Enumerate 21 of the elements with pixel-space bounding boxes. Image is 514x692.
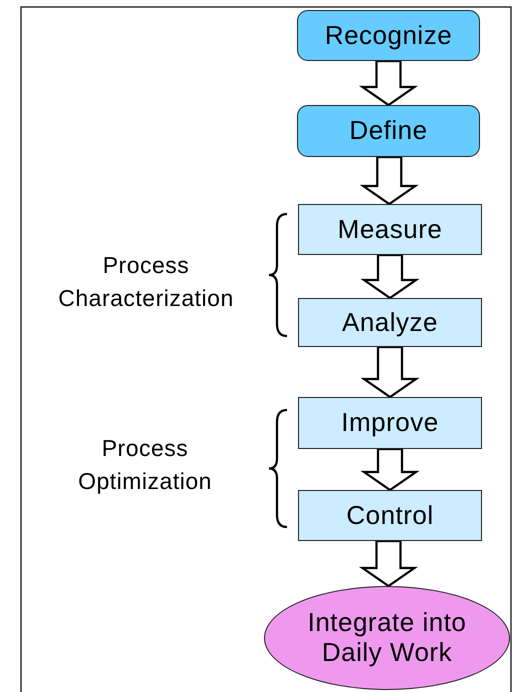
process-box: [298, 490, 482, 541]
process-box: [298, 397, 482, 449]
node-label: Measure: [338, 214, 442, 244]
process-box: [297, 10, 480, 61]
group-label: Process Optimization: [77, 434, 213, 496]
block-arrow: [360, 254, 420, 300]
group-label: Process Characterization: [57, 251, 235, 314]
node-label: Recognize: [324, 20, 452, 50]
block-arrow: [360, 346, 420, 398]
node-label: Improve: [341, 408, 439, 438]
node-label: Define: [349, 116, 428, 146]
block-arrow: [360, 448, 420, 492]
node-label: Integrate into Daily Work: [306, 608, 468, 668]
process-box: [298, 204, 482, 255]
block-arrow: [358, 60, 418, 106]
process-box: [298, 298, 482, 347]
block-arrow: [360, 156, 419, 206]
block-arrow: [358, 540, 418, 588]
node-label: Analyze: [342, 308, 438, 338]
process-box: [297, 105, 480, 157]
node-label: Control: [346, 500, 434, 530]
